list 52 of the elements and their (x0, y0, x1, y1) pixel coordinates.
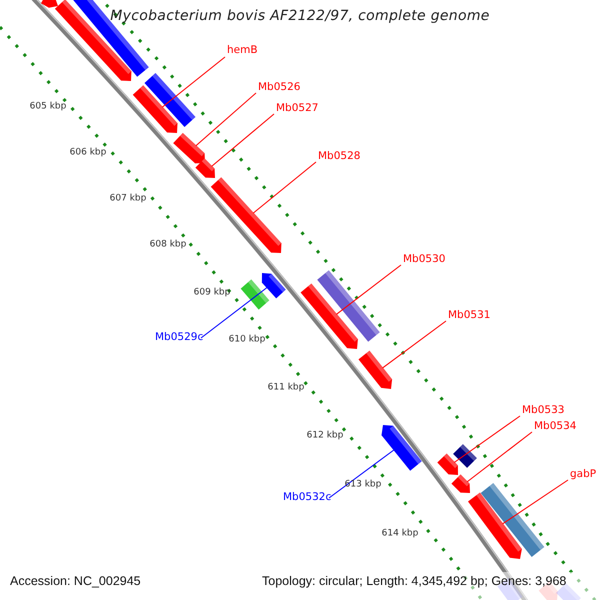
leader-line (252, 162, 316, 214)
leader-line (211, 114, 274, 167)
gene-block (437, 454, 458, 475)
position-label: 614 kbp (382, 528, 418, 540)
leader-line (454, 416, 520, 463)
gene-block (132, 85, 178, 133)
gene-label: Mb0531 (448, 308, 490, 322)
position-label: 612 kbp (306, 430, 344, 442)
gene-label: Mb0529c (155, 330, 204, 344)
gene-block (468, 492, 522, 559)
gene-block (195, 158, 215, 178)
gene-label: Mb0528 (318, 149, 360, 163)
leader-line (502, 480, 568, 524)
position-label: 607 kbp (110, 194, 146, 204)
position-label: 606 kbp (70, 148, 106, 158)
leader-line (195, 92, 256, 146)
gene-block (210, 177, 282, 253)
map-title: Mycobacterium bovis AF2122/97, complete genome (109, 8, 491, 24)
gene-block (358, 350, 392, 389)
gene-label: Mb0530 (403, 252, 446, 266)
gene-label: gabP (570, 467, 596, 481)
leader-line (336, 264, 402, 315)
gene-label: Mb0533 (522, 403, 564, 417)
gene-block (41, 0, 58, 8)
gene-label: hemB (227, 43, 258, 57)
footer-text: Topology: circular; Length: 4,345,492 bp; Genes: 3,968 (262, 574, 566, 589)
position-label: 605 kbp (30, 102, 66, 112)
gene-label: Mb0526 (258, 80, 300, 94)
leader-line (328, 449, 395, 498)
gene-block (262, 273, 286, 298)
gene-label: Mb0534 (534, 419, 576, 433)
gene-block (240, 279, 270, 310)
gene-block (300, 284, 358, 349)
position-label: 608 kbp (150, 240, 186, 250)
gene-block (453, 444, 477, 468)
leader-line (162, 56, 226, 108)
gene-block (173, 132, 205, 164)
position-label: 613 kbp (344, 480, 382, 490)
position-label: 611 kbp (268, 382, 304, 394)
gene-block (451, 474, 470, 493)
footer-text: Accession: NC_002945 (10, 574, 141, 589)
gene-block (144, 73, 196, 127)
gene-label: Mb0532c (283, 490, 332, 504)
gene-block (480, 483, 544, 557)
gene-block (317, 270, 380, 342)
gene-block (382, 425, 422, 471)
gene-label: Mb0527 (276, 101, 318, 115)
position-label: 609 kbp (194, 288, 230, 298)
position-label: 610 kbp (228, 334, 266, 346)
leader-line (200, 287, 268, 338)
leader-line (382, 320, 446, 368)
leader-line (466, 432, 532, 482)
